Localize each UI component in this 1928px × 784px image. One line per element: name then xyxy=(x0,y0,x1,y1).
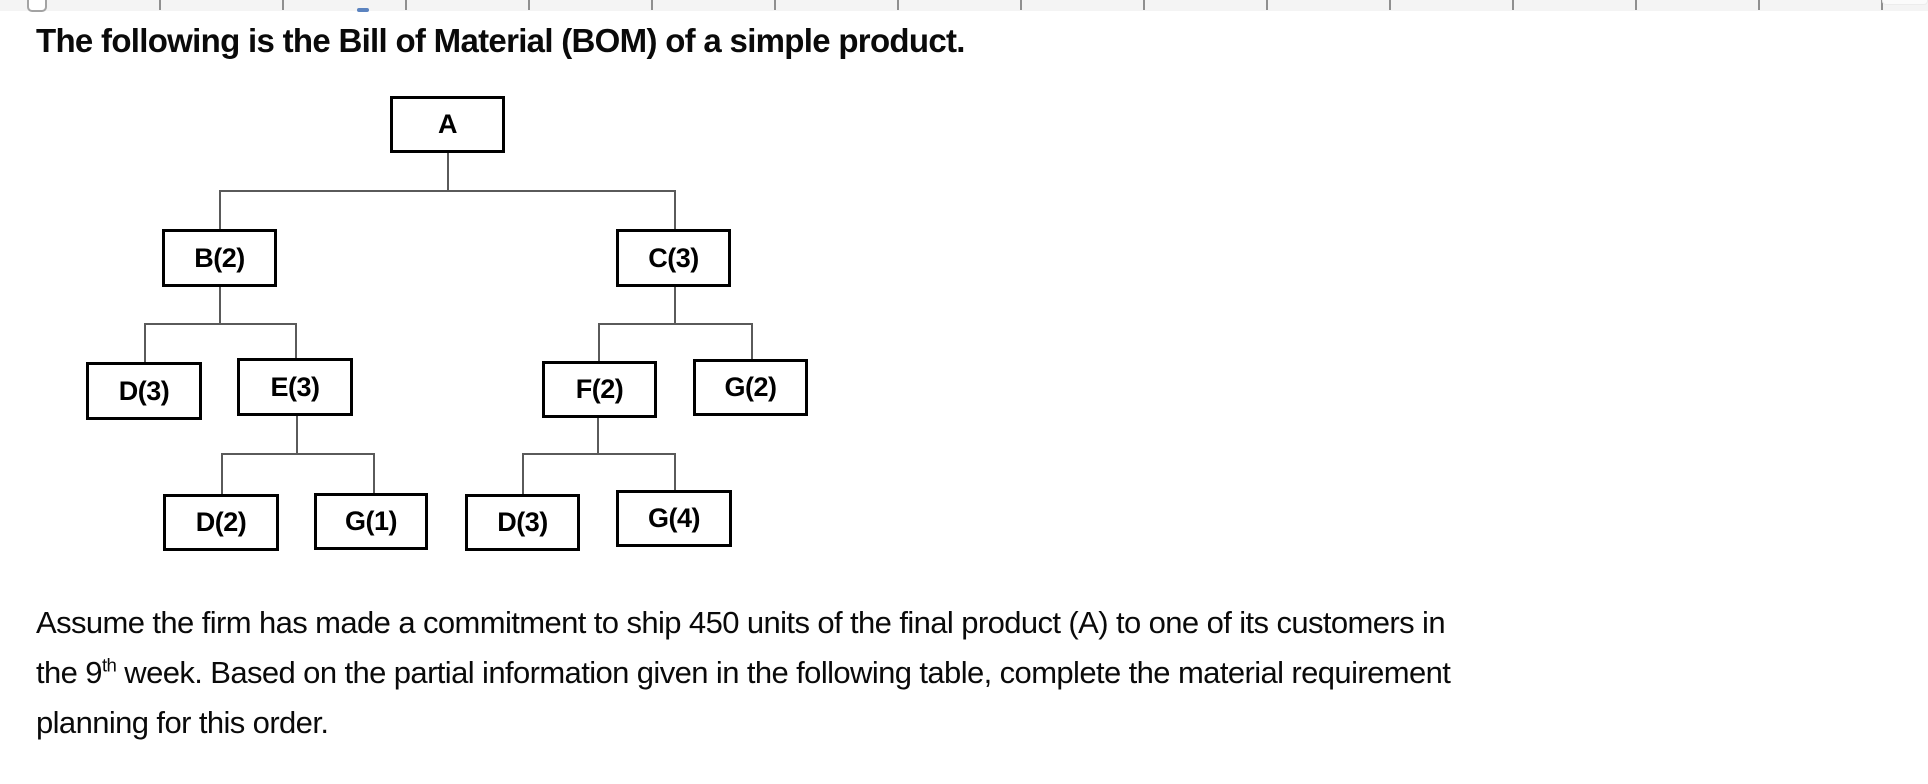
ordinal-superscript: th xyxy=(101,654,117,676)
bom-node-d3-of-b: D(3) xyxy=(86,362,202,420)
ruler-indent-marker[interactable] xyxy=(27,0,47,12)
bom-node-g4: G(4) xyxy=(616,490,732,547)
connector-line xyxy=(219,190,221,229)
connector-line xyxy=(674,453,676,490)
connector-line xyxy=(219,190,675,192)
connector-line xyxy=(522,453,675,455)
connector-line xyxy=(221,453,223,494)
bom-tree-diagram: A B(2) C(3) D(3) E(3) F(2) G(2) D(2) G(1… xyxy=(0,0,900,580)
bom-node-b2: B(2) xyxy=(162,229,277,287)
paragraph-line-3: planning for this order. xyxy=(36,705,329,740)
connector-line xyxy=(447,153,449,190)
bom-node-c3: C(3) xyxy=(616,229,731,287)
connector-line xyxy=(296,416,298,453)
blue-anchor-mark xyxy=(357,8,369,12)
connector-line xyxy=(598,323,752,325)
bom-node-f2: F(2) xyxy=(542,361,657,418)
intro-sentence: The following is the Bill of Material (B… xyxy=(36,22,965,59)
ruler-tick-marks xyxy=(0,0,1928,10)
bom-node-g1: G(1) xyxy=(314,493,428,550)
connector-line xyxy=(295,323,297,358)
connector-line xyxy=(221,453,374,455)
bom-node-g2: G(2) xyxy=(693,359,808,416)
bom-node-a: A xyxy=(390,96,505,153)
paragraph-line-1: Assume the firm has made a commitment to… xyxy=(36,605,1446,640)
connector-line xyxy=(751,323,753,359)
connector-line xyxy=(597,418,599,453)
connector-line xyxy=(144,323,146,362)
document-ruler xyxy=(0,0,1928,11)
connector-line xyxy=(674,190,676,229)
paragraph-line-2-start: the 9 xyxy=(36,655,103,690)
question-paragraph: Assume the firm has made a commitment to… xyxy=(36,598,1916,748)
connector-line xyxy=(674,287,676,323)
connector-line xyxy=(373,453,375,493)
connector-line xyxy=(522,453,524,494)
bom-node-e3: E(3) xyxy=(237,358,353,416)
connector-line xyxy=(144,323,296,325)
ruler-right-marker xyxy=(1882,0,1928,5)
paragraph-line-2-end: week. Based on the partial information g… xyxy=(116,655,1451,690)
bom-node-d2: D(2) xyxy=(163,494,279,551)
paragraph-line-2: the 9th week. Based on the partial infor… xyxy=(36,648,1916,698)
connector-line xyxy=(219,287,221,323)
connector-line xyxy=(598,323,600,361)
bom-node-d3-of-f: D(3) xyxy=(465,494,580,551)
